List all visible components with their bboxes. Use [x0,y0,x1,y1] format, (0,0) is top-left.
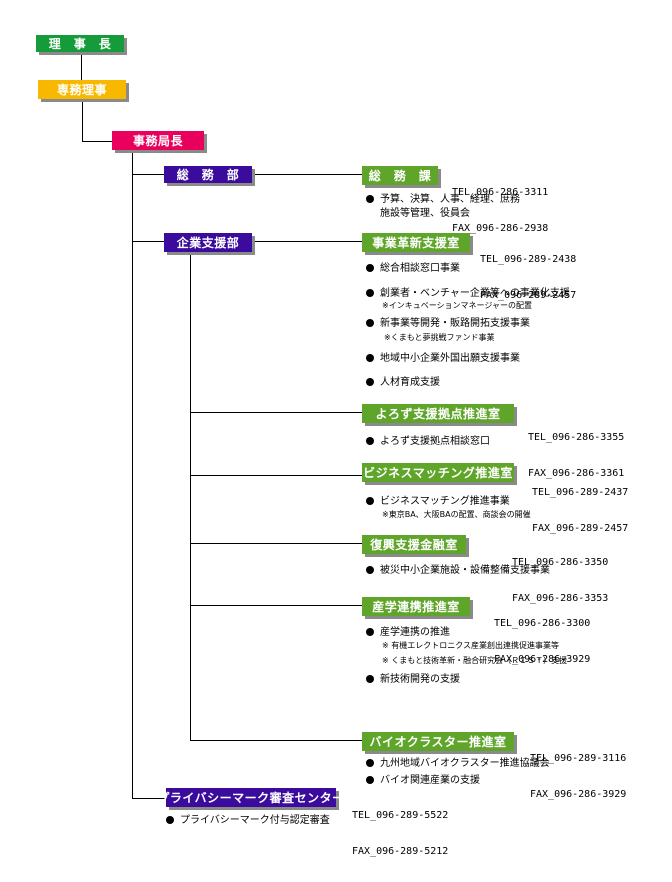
connector-line [81,52,82,86]
industry-academia-office-box: 産学連携推進室 [362,597,470,616]
connector-line [190,475,362,476]
privacy-mark-center-box: プライバシーマーク審査センター [157,788,344,807]
fax-number: FAX_096-286-3353 [512,593,609,604]
fax-number: FAX_096-289-5212 [352,846,449,857]
innovation-office-box: 事業革新支援室 [362,233,470,252]
tel-number: TEL_096-286-3300 [494,618,591,629]
yorozu-office-box: よろず支援拠点推進室 [362,404,514,423]
bullet-icon [366,378,374,386]
fax-number: FAX_096-289-2457 [532,523,629,534]
connector-line [132,174,164,175]
recovery-finance-office-box: 復興支援金融室 [362,535,466,554]
list-item: 予算、決算、人事、経理、庶務 [366,194,520,206]
list-item: 新事業等開発・販路開拓支援事業 [366,318,530,330]
business-matching-contact: TEL_096-289-2437 FAX_096-289-2457 [532,463,628,559]
bullet-icon [366,675,374,683]
bullet-icon [166,816,174,824]
connector-line [132,150,133,798]
connector-line [190,412,362,413]
business-matching-office-box: ビジネスマッチング推進室 [362,463,514,482]
tel-number: TEL_096-286-3355 [528,432,625,443]
enterprise-support-department-box: 企業支援部 [164,233,252,252]
tel-number: TEL_096-289-2438 [480,254,577,265]
list-item: 総合相談窓口事業 [366,263,460,275]
fax-number: FAX_096-286-3929 [494,654,591,665]
connector-line [132,798,166,799]
list-item: よろず支援拠点相談窓口 [366,436,490,448]
tel-number: TEL_096-289-5522 [352,810,449,821]
connector-line [190,543,362,544]
list-item: ビジネスマッチング推進事業 [366,496,510,508]
innovation-contact: TEL_096-289-2438 FAX_096-289-2457 [480,230,576,326]
bullet-icon [366,195,374,203]
recovery-finance-contact: TEL_096-286-3350 FAX_096-286-3353 [512,533,608,629]
yorozu-contact: TEL_096-286-3355 FAX_096-286-3361 [528,408,624,504]
bullet-icon [366,264,374,272]
bullet-icon [366,319,374,327]
chairman-box: 理 事 長 [36,35,124,52]
note-text: ※東京BA、大阪BAの配置、商談会の開催 [382,510,531,519]
bullet-icon [366,759,374,767]
fax-number: FAX_096-286-2938 [452,223,549,234]
connector-line [190,605,362,606]
connector-line [252,174,362,175]
tel-number: TEL_096-289-2437 [532,487,629,498]
list-item: 九州地域バイオクラスター推進協議会 [366,758,550,770]
list-item: プライバシーマーク付与認定審査 [166,815,330,827]
connector-line [82,101,83,142]
list-item: 地域中小企業外国出願支援事業 [366,353,520,365]
fax-number: FAX_096-289-2457 [480,290,577,301]
connector-line [132,241,164,242]
general-affairs-section-box: 総 務 課 [362,166,438,185]
bullet-icon [366,566,374,574]
connector-line [82,141,114,142]
connector-line [190,250,191,740]
tel-number: TEL_096-289-3116 [530,753,627,764]
connector-line [190,740,362,741]
fax-number: FAX_096-286-3361 [528,468,625,479]
list-item: 人材育成支援 [366,377,440,389]
bullet-icon [366,776,374,784]
list-item: 新技術開発の支援 [366,674,460,686]
note-text: ※ くまもと技術革新・融合研究会（ＲＩＳＴ）支援 [382,656,568,665]
list-item: 被災中小企業施設・設備整備支援事業 [366,565,550,577]
note-text: ※くまもと夢挑戦ファンド事業 [384,333,495,342]
bio-cluster-contact: TEL_096-289-3116 FAX_096-286-3929 [530,729,626,825]
connector-line [252,241,362,242]
general-affairs-department-box: 総 務 部 [164,166,252,183]
note-text: ※インキュベーションマネージャーの配置 [382,301,532,310]
list-item: バイオ関連産業の支援 [366,775,480,787]
note-text: ※ 有機エレクトロニクス産業創出連携促進事業等 [382,641,560,650]
industry-academia-contact: TEL_096-286-3300 FAX_096-286-3929 [494,594,590,690]
bullet-icon [366,437,374,445]
bullet-icon [366,289,374,297]
bullet-icon [366,497,374,505]
tel-number: TEL_096-286-3350 [512,557,609,568]
fax-number: FAX_096-286-3929 [530,789,627,800]
bullet-icon [366,628,374,636]
list-item: 施設等管理、役員会 [380,208,470,219]
bio-cluster-office-box: バイオクラスター推進室 [362,732,514,751]
list-item: 産学連携の推進 [366,627,450,639]
tel-number: TEL_096-286-3311 [452,187,549,198]
general-affairs-contact: TEL_096-286-3311 FAX_096-286-2938 [452,163,548,259]
list-item: 創業者・ベンチャー企業等への事業化支援 [366,288,570,300]
secretariat-box: 事務局長 [112,131,204,150]
managing-director-box: 専務理事 [38,80,126,99]
privacy-mark-contact: TEL_096-289-5522 FAX_096-289-5212 [352,786,448,882]
bullet-icon [366,354,374,362]
